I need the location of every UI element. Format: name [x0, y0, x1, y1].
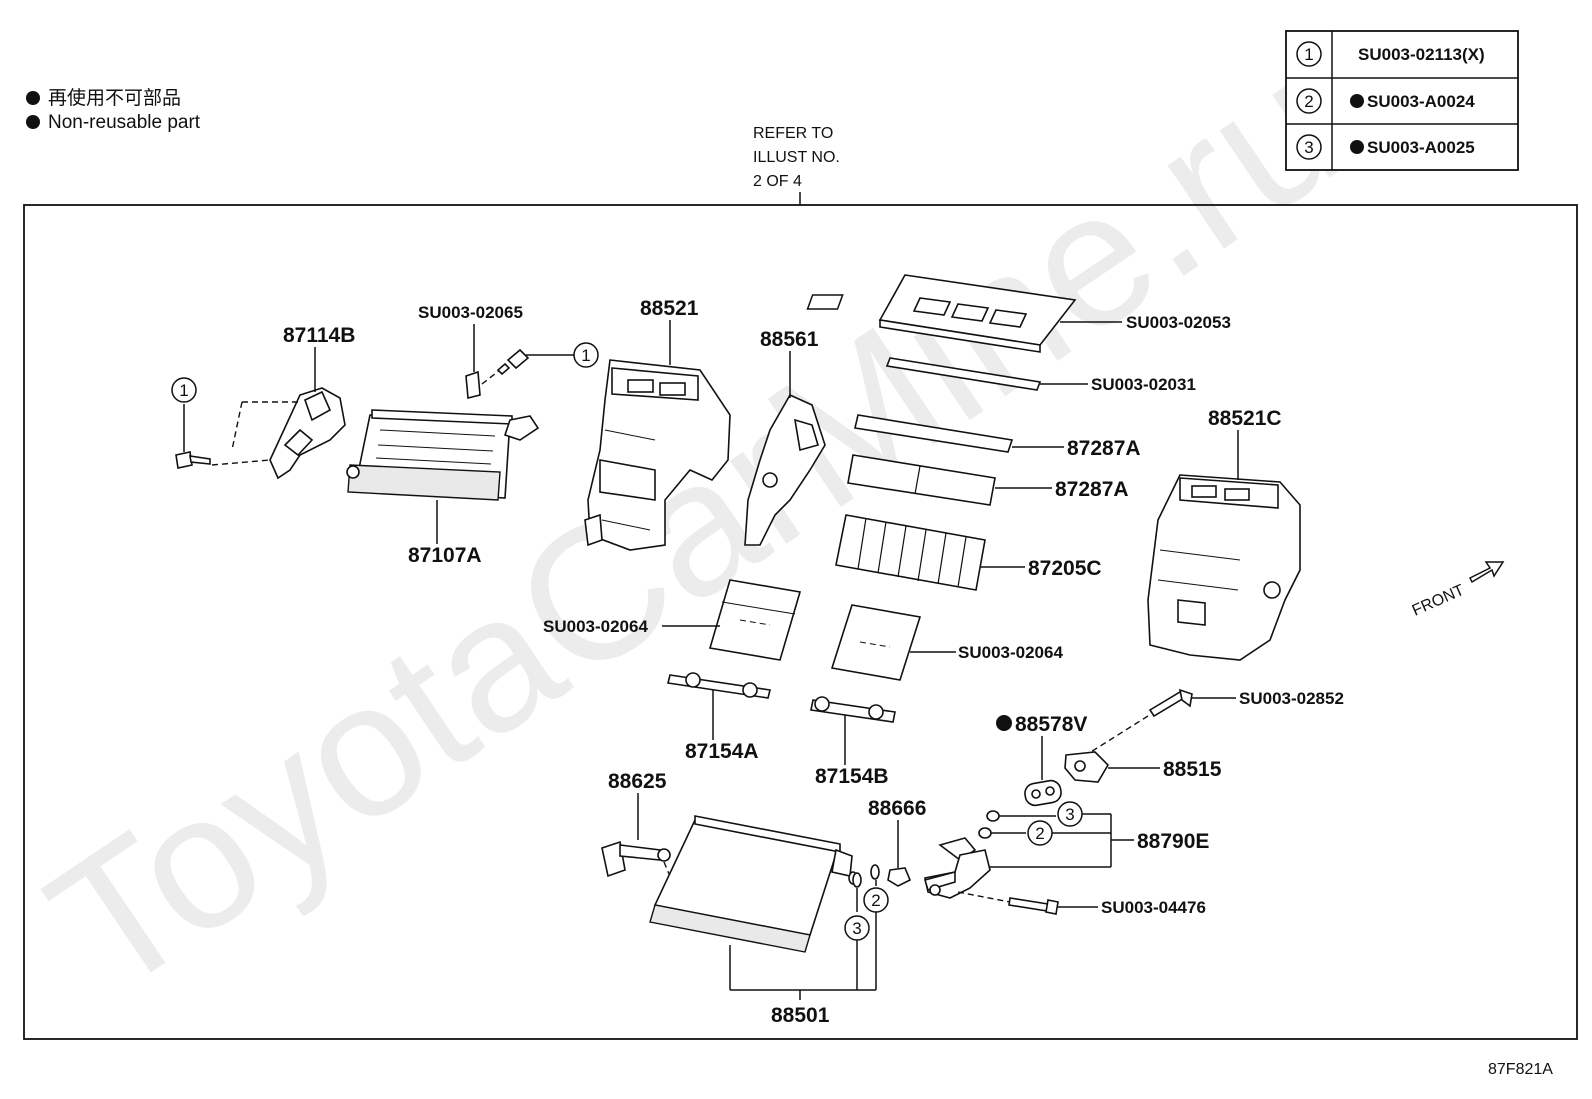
label-SU003-04476: SU003-04476 [1101, 898, 1206, 917]
non-reusable-dot-icon [1350, 94, 1364, 108]
o-ring[interactable] [978, 827, 992, 839]
label-87154A: 87154A [685, 740, 759, 763]
part-SU003-04476[interactable] [1008, 897, 1059, 915]
callout-3-bottom-text: 3 [852, 919, 861, 938]
callout-1-top-text: 1 [581, 346, 590, 365]
screw-1-top[interactable] [496, 348, 530, 376]
legend: 再使用不可部品 Non-reusable part [26, 87, 201, 133]
label-88515: 88515 [1163, 758, 1222, 781]
label-87287A-1: 87287A [1067, 437, 1141, 460]
callout-1-left-text: 1 [179, 381, 188, 400]
front-arrow-icon [1468, 561, 1505, 584]
part-SU003-02065[interactable] [465, 370, 481, 400]
label-SU003-02031: SU003-02031 [1091, 375, 1196, 394]
non-reusable-dot-icon [1350, 140, 1364, 154]
part-88666[interactable] [887, 867, 912, 887]
label-SU003-02064-1: SU003-02064 [543, 617, 648, 636]
part-88790E[interactable] [923, 837, 991, 899]
part-SU003-02852[interactable] [1148, 688, 1193, 718]
part-SU003-02064-2[interactable] [830, 604, 922, 681]
label-88790E: 88790E [1137, 830, 1209, 853]
label-SU003-02065: SU003-02065 [418, 303, 523, 322]
non-reusable-dot-icon [996, 715, 1012, 731]
label-88561: 88561 [760, 328, 819, 351]
refer-line-1: REFER TO [753, 125, 833, 142]
key-num-2: 2 [1304, 92, 1313, 111]
part-87107A[interactable] [346, 409, 540, 501]
callout-1-top [573, 342, 599, 368]
part-88521[interactable] [584, 359, 731, 551]
part-88561[interactable] [744, 393, 826, 546]
refer-line-3: 2 OF 4 [753, 173, 802, 190]
part-SU003-02031[interactable] [885, 357, 1042, 391]
key-row-2: 2 SU003-A0024 [1296, 88, 1475, 114]
o-ring[interactable] [852, 872, 862, 888]
part-87154A[interactable] [667, 672, 771, 699]
label-88578V: 88578V [1015, 713, 1087, 736]
callout-2-bottom-text: 2 [871, 891, 880, 910]
screw-1-left[interactable] [175, 451, 211, 469]
label-87114B: 87114B [283, 324, 355, 347]
part-SU003-02053[interactable] [806, 274, 1077, 353]
callout-3-right-text: 3 [1065, 805, 1074, 824]
o-ring[interactable] [870, 864, 880, 880]
label-88666: 88666 [868, 797, 926, 820]
key-num-3: 3 [1304, 138, 1313, 157]
part-88521C[interactable] [1147, 474, 1301, 661]
label-88625: 88625 [608, 770, 667, 793]
label-SU003-02053: SU003-02053 [1126, 313, 1231, 332]
label-88521: 88521 [640, 297, 699, 320]
label-88501: 88501 [771, 1004, 830, 1027]
refer-line-2: ILLUST NO. [753, 149, 840, 166]
o-ring[interactable] [986, 810, 1000, 822]
label-SU003-02852: SU003-02852 [1239, 689, 1344, 708]
key-row-1: 1 SU003-02113(X) [1296, 41, 1485, 67]
key-code-2: SU003-A0024 [1367, 92, 1475, 111]
non-reusable-dot-icon [26, 91, 40, 105]
label-88521C: 88521C [1208, 407, 1282, 430]
figure-code: 87F821A [1488, 1061, 1553, 1078]
diagram-frame [23, 204, 1578, 1040]
part-88515[interactable] [1064, 751, 1110, 783]
key-code-3: SU003-A0025 [1367, 138, 1475, 157]
callout-2-right-text: 2 [1035, 824, 1044, 843]
front-label: FRONT [1410, 582, 1467, 620]
part-87114B[interactable] [269, 387, 346, 480]
part-88501[interactable] [649, 815, 858, 953]
label-87154B: 87154B [815, 765, 889, 788]
part-87205C[interactable] [835, 514, 986, 591]
part-88625[interactable] [601, 840, 671, 878]
label-SU003-02064-2: SU003-02064 [958, 643, 1063, 662]
legend-en: Non-reusable part [48, 112, 201, 133]
label-87205C: 87205C [1028, 557, 1102, 580]
callout-1-left [171, 377, 197, 403]
legend-jp: 再使用不可部品 [48, 87, 181, 109]
key-num-1: 1 [1304, 45, 1313, 64]
part-87287A-2[interactable] [847, 454, 996, 506]
label-87287A-2: 87287A [1055, 478, 1129, 501]
key-code-1: SU003-02113(X) [1358, 45, 1485, 64]
refer-note: REFER TO ILLUST NO. 2 OF 4 [753, 125, 840, 205]
label-87107A: 87107A [408, 544, 482, 567]
part-87154B[interactable] [810, 696, 896, 723]
key-table: 1 SU003-02113(X) 2 SU003-A0024 3 SU003-A… [1285, 30, 1519, 171]
part-87287A-1[interactable] [854, 414, 1014, 453]
non-reusable-dot-icon [26, 115, 40, 129]
front-indicator: FRONT [1410, 561, 1505, 620]
part-88578V[interactable] [1023, 779, 1062, 807]
key-row-3: 3 SU003-A0025 [1296, 134, 1475, 160]
